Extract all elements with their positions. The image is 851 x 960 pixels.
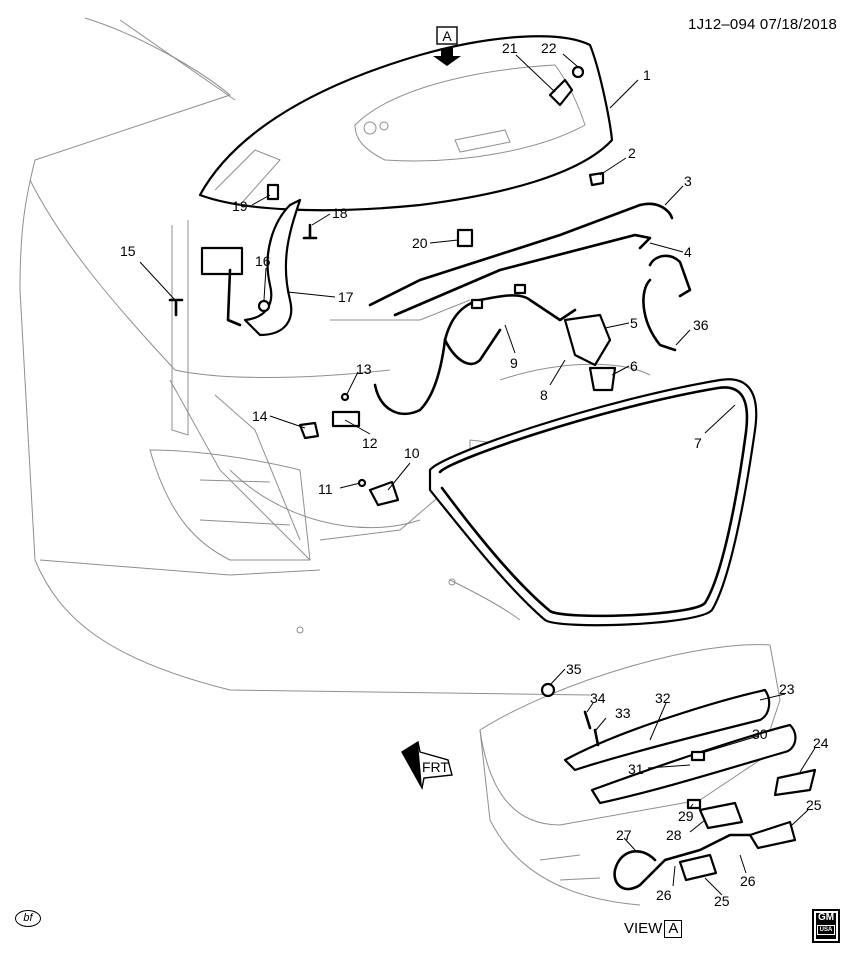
hinge-assembly <box>168 183 318 337</box>
latch-parts <box>298 65 692 507</box>
callout-16: 16 <box>255 253 271 269</box>
view-a-detail <box>479 644 817 906</box>
view-label-box: A <box>664 920 683 938</box>
front-direction-arrow: FRT <box>401 740 453 791</box>
callout-10: 10 <box>404 445 420 461</box>
callout-36: 36 <box>693 317 709 333</box>
callout-28: 28 <box>666 827 682 843</box>
callout-4: 4 <box>684 244 692 260</box>
callout-31: 31 <box>628 761 644 777</box>
leader-lines <box>139 53 816 896</box>
callout-14: 14 <box>252 408 268 424</box>
gm-logo-letters: GM <box>817 912 835 923</box>
callout-25-lower: 25 <box>714 893 730 909</box>
callout-17: 17 <box>338 289 354 305</box>
view-flag-letter: A <box>442 28 452 44</box>
callout-13: 13 <box>356 361 372 377</box>
callout-19: 19 <box>232 198 248 214</box>
callout-7: 7 <box>694 435 702 451</box>
wiring-harness <box>373 283 577 416</box>
callout-24: 24 <box>813 735 829 751</box>
callout-34: 34 <box>590 690 606 706</box>
callout-18: 18 <box>332 205 348 221</box>
trunk-rods <box>368 202 674 317</box>
callout-23: 23 <box>779 681 795 697</box>
callout-6: 6 <box>630 358 638 374</box>
view-a-marker: A <box>433 26 461 66</box>
callout-20: 20 <box>412 235 428 251</box>
callout-32: 32 <box>655 690 671 706</box>
callout-35: 35 <box>566 661 582 677</box>
callout-33: 33 <box>615 705 631 721</box>
diagram-reference: 1J12–094 07/18/2018 <box>688 16 837 33</box>
callout-11: 11 <box>318 481 333 497</box>
callout-8: 8 <box>540 387 548 403</box>
trunk-lid <box>198 35 614 212</box>
callout-30: 30 <box>752 726 768 742</box>
callout-15: 15 <box>120 243 136 259</box>
diagram-date: 07/18/2018 <box>759 16 837 33</box>
callout-26-left: 26 <box>656 887 672 903</box>
callout-21: 21 <box>502 40 518 56</box>
callout-22: 22 <box>541 40 557 56</box>
gm-logo-sub: USA <box>817 925 835 935</box>
gm-logo: GM USA <box>812 909 840 943</box>
callout-27: 27 <box>616 827 632 843</box>
callout-25-upper: 25 <box>806 797 822 813</box>
view-label-text: VIEW <box>624 920 663 937</box>
callout-26-right: 26 <box>740 873 756 889</box>
callout-2: 2 <box>628 145 636 161</box>
callout-3: 3 <box>684 173 692 189</box>
front-label: FRT <box>422 759 449 775</box>
callout-12: 12 <box>362 435 378 451</box>
callout-1: 1 <box>643 67 651 83</box>
callout-5: 5 <box>630 315 638 331</box>
callout-9: 9 <box>510 355 518 371</box>
illustrator-mark: bf <box>15 910 41 927</box>
callout-29: 29 <box>678 808 694 824</box>
callout-numbers: 1 2 3 4 5 6 7 8 9 10 11 12 13 14 15 16 1… <box>120 40 829 909</box>
weatherstrip <box>428 378 758 627</box>
diagram-code: 1J12–094 <box>688 16 756 33</box>
